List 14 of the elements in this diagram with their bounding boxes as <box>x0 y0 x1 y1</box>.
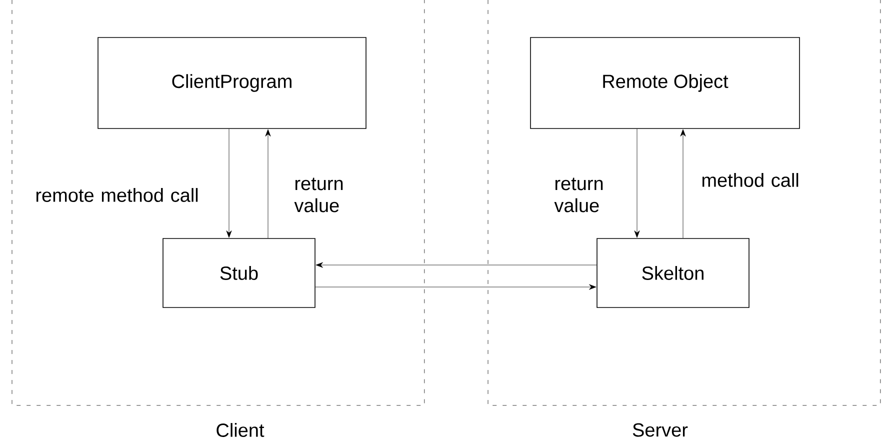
arrow <box>634 128 640 238</box>
arrow <box>680 129 686 238</box>
process-box: Remote Object <box>530 37 800 129</box>
arrow <box>315 284 596 290</box>
edge-label: method call <box>702 173 798 187</box>
edge-label: return value <box>554 178 603 212</box>
arrow <box>226 128 232 238</box>
edge-label: return value <box>294 178 343 212</box>
edge-label: remote method call <box>36 188 198 202</box>
arrow <box>265 129 271 238</box>
process-box: Stub <box>162 238 316 308</box>
arrow <box>316 262 597 268</box>
process-box: ClientProgram <box>98 37 366 129</box>
process-box: Skelton <box>596 238 750 308</box>
